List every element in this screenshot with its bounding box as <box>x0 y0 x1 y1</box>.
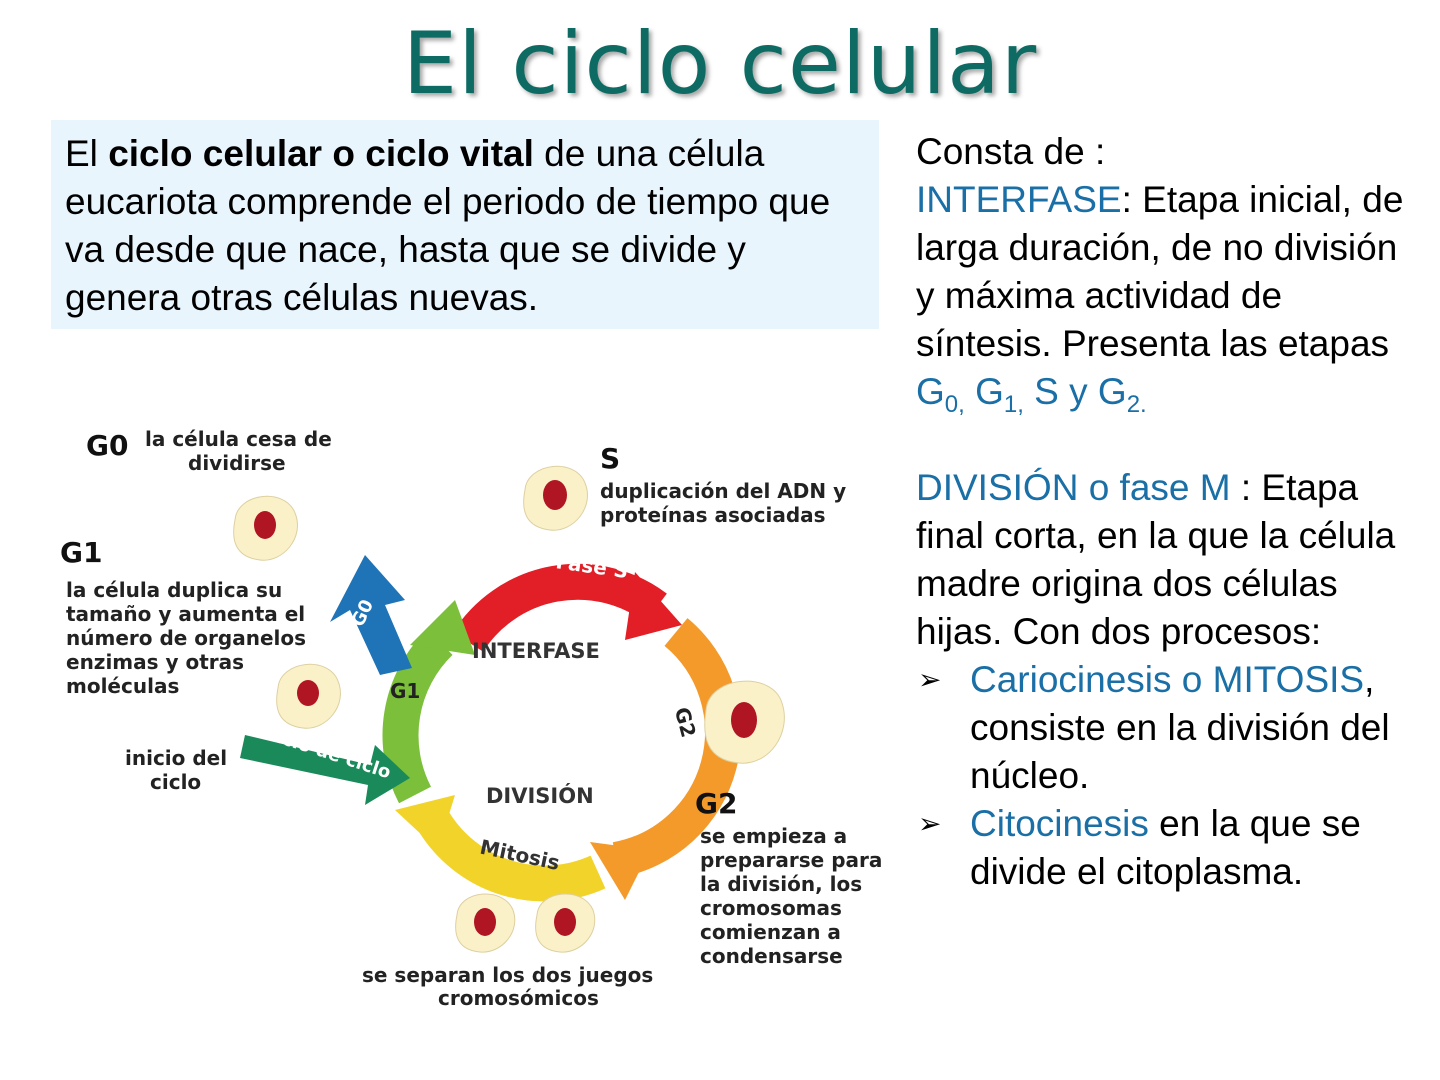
definition-box: El ciclo celular o ciclo vital de una cé… <box>51 120 879 329</box>
cell-icon <box>455 893 516 953</box>
intro-text: Consta de : <box>916 131 1106 172</box>
citocinesis-label: Citocinesis <box>970 803 1149 844</box>
cell-icon <box>535 893 596 953</box>
g0-desc-line: dividirse <box>188 451 286 475</box>
split-label-line: se separan los dos juegos <box>362 963 653 987</box>
g1-desc-line: enzimas y otras <box>66 650 244 674</box>
arrow-bullet-icon: ➢ <box>918 664 942 695</box>
stage-g0: G0, G1, S y G2. <box>916 371 1147 418</box>
division-label: DIVISIÓN o fase M <box>916 467 1231 508</box>
split-label-line: cromosómicos <box>438 986 599 1010</box>
mitosis-label: Cariocinesis o MITOSIS <box>970 659 1365 700</box>
g1-desc-line: moléculas <box>66 674 179 698</box>
inicio-label-line: inicio del <box>125 746 227 770</box>
center-interfase: INTERFASE <box>472 639 600 663</box>
division-text: : Etapa final corta, en la que la célula… <box>916 467 1396 652</box>
list-item: ➢ Cariocinesis o MITOSIS, consiste en la … <box>916 656 1416 800</box>
process-list: ➢ Cariocinesis o MITOSIS, consiste en la … <box>916 656 1416 896</box>
g2-desc-line: comienzan a <box>700 920 841 944</box>
definition-text-2: de una célula eucariota comprende el per… <box>65 133 831 318</box>
s-desc-line: proteínas asociadas <box>600 503 826 527</box>
g2-title: G2 <box>695 787 737 820</box>
center-division: DIVISIÓN <box>486 783 594 808</box>
inicio-arrow <box>240 735 410 805</box>
g1-desc-line: la célula duplica su <box>66 578 282 602</box>
cell-cycle-diagram: Fase S G0 G1 G2 Mitosis Inicio de ciclo … <box>60 427 882 1010</box>
cell-icon <box>233 495 298 561</box>
fase-s-arrowhead <box>625 572 682 640</box>
mitosis-text: , consiste en la división del núcleo. <box>970 659 1390 796</box>
interfase-label: INTERFASE <box>916 179 1122 220</box>
g2-arc <box>612 618 741 878</box>
g2-desc-line: la división, los <box>700 872 862 896</box>
g2-arrowhead <box>590 842 650 900</box>
g1-desc-line: tamaño y aumenta el <box>66 602 305 626</box>
citocinesis-text: en la que se divide el citoplasma. <box>970 803 1361 892</box>
g0-arrow <box>330 555 412 675</box>
phases-description: Consta de : INTERFASE: Etapa inicial, de… <box>916 128 1416 896</box>
arrow-bullet-icon: ➢ <box>918 808 942 839</box>
g1-title: G1 <box>60 536 102 569</box>
mitosis-arrowhead <box>395 795 455 850</box>
page-title: El ciclo celular <box>402 14 1038 114</box>
g1-arrowhead <box>410 600 475 655</box>
cells <box>233 465 785 953</box>
inicio-label-line: ciclo <box>150 770 201 794</box>
g0-title: G0 <box>86 429 128 462</box>
cell-icon <box>704 680 785 764</box>
s-title: S <box>600 442 620 475</box>
g2-desc-line: prepararse para <box>700 848 882 872</box>
division-paragraph: DIVISIÓN o fase M : Etapa final corta, e… <box>916 464 1416 656</box>
mitosis-arc <box>414 806 606 902</box>
arc-label-g1: G1 <box>390 679 420 703</box>
interfase-paragraph: INTERFASE: Etapa inicial, de larga durac… <box>916 176 1416 418</box>
cell-icon <box>523 465 588 531</box>
cell-icon <box>276 663 341 729</box>
definition-bold: ciclo celular o ciclo vital <box>108 133 534 174</box>
g2-desc-line: se empieza a <box>700 824 847 848</box>
arc-label-g2: G2 <box>670 705 701 741</box>
s-desc-line: duplicación del ADN y <box>600 479 846 503</box>
g2-desc-line: condensarse <box>700 944 843 968</box>
fase-s-arc <box>452 563 667 653</box>
list-item: ➢ Citocinesis en la que se divide el cito… <box>916 800 1416 896</box>
definition-text-1: El <box>65 133 109 174</box>
g2-desc-line: cromosomas <box>700 896 842 920</box>
interfase-text: : Etapa inicial, de larga duración, de n… <box>916 179 1404 364</box>
g0-desc-line: la célula cesa de <box>145 427 332 451</box>
g1-desc-line: número de organelos <box>66 626 306 650</box>
